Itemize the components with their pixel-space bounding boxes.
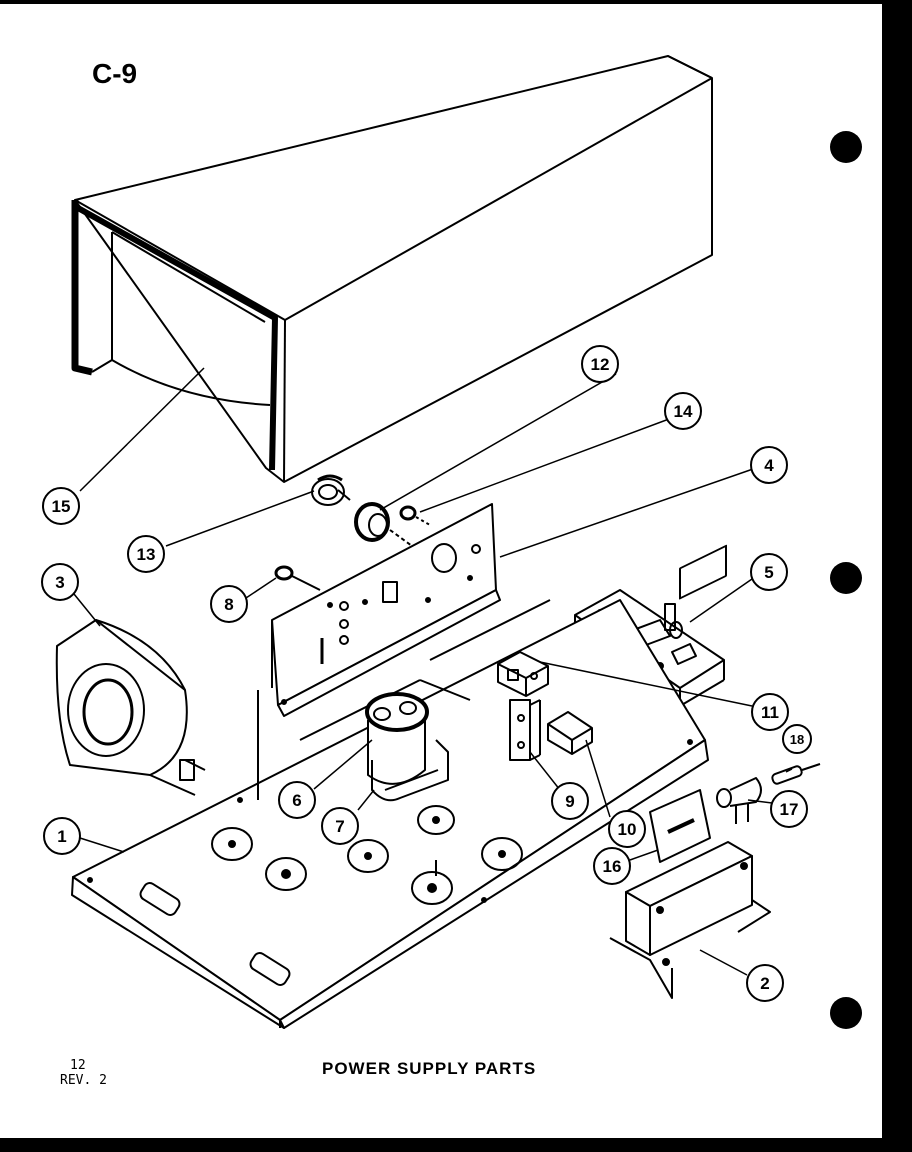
part-1-base-pan [71,599,709,1029]
part-16-fuse-plate [649,789,711,863]
callout-circles [41,345,812,1002]
part-8-screw [274,565,321,591]
page-title: POWER SUPPLY PARTS [322,1059,537,1078]
scan-edge-top [0,0,912,4]
part-14-nut [399,505,431,526]
part-9-terminal-block [509,699,541,761]
page-code: C-9 [92,58,138,89]
part-2-transformer [609,544,771,999]
part-11-switch [497,651,549,697]
part-17-fuse-holder [716,777,762,824]
part-15-cabinet-cover [71,55,713,483]
callout-18: 18 [790,732,804,747]
callout-1: 1 [57,827,66,846]
callout-11: 11 [761,703,779,722]
part-10-relay [547,711,593,755]
part-3-blower [55,619,206,796]
callout-14: 14 [674,402,693,421]
binder-hole-top [830,131,862,163]
part-12-knob [354,502,413,547]
part-4-control-panel [271,503,501,717]
binder-hole-middle [830,562,862,594]
part-6-capacitor [365,692,429,785]
page-number-block: 12 REV. 2 [60,1058,107,1088]
callout-13: 13 [137,545,156,564]
callout-5: 5 [764,563,773,582]
scan-edge-right [882,0,912,1152]
part-13-grommet [311,474,351,506]
part-18-fuse [771,763,821,785]
callout-10: 10 [618,820,637,839]
leader-lines [73,367,793,976]
callout-17: 17 [780,800,799,819]
callout-7: 7 [335,817,344,836]
revision-label: REV. 2 [60,1073,107,1088]
callout-12: 12 [591,355,610,374]
callout-6: 6 [292,791,301,810]
scan-edge-bottom [0,1138,912,1152]
callout-15: 15 [52,497,71,516]
callout-9: 9 [565,792,574,811]
callout-4: 4 [764,456,774,475]
callout-16: 16 [603,857,622,876]
page-number: 12 [70,1058,86,1073]
callout-3: 3 [55,573,64,592]
callout-2: 2 [760,974,769,993]
binder-hole-bottom [830,997,862,1029]
callout-8: 8 [224,595,233,614]
